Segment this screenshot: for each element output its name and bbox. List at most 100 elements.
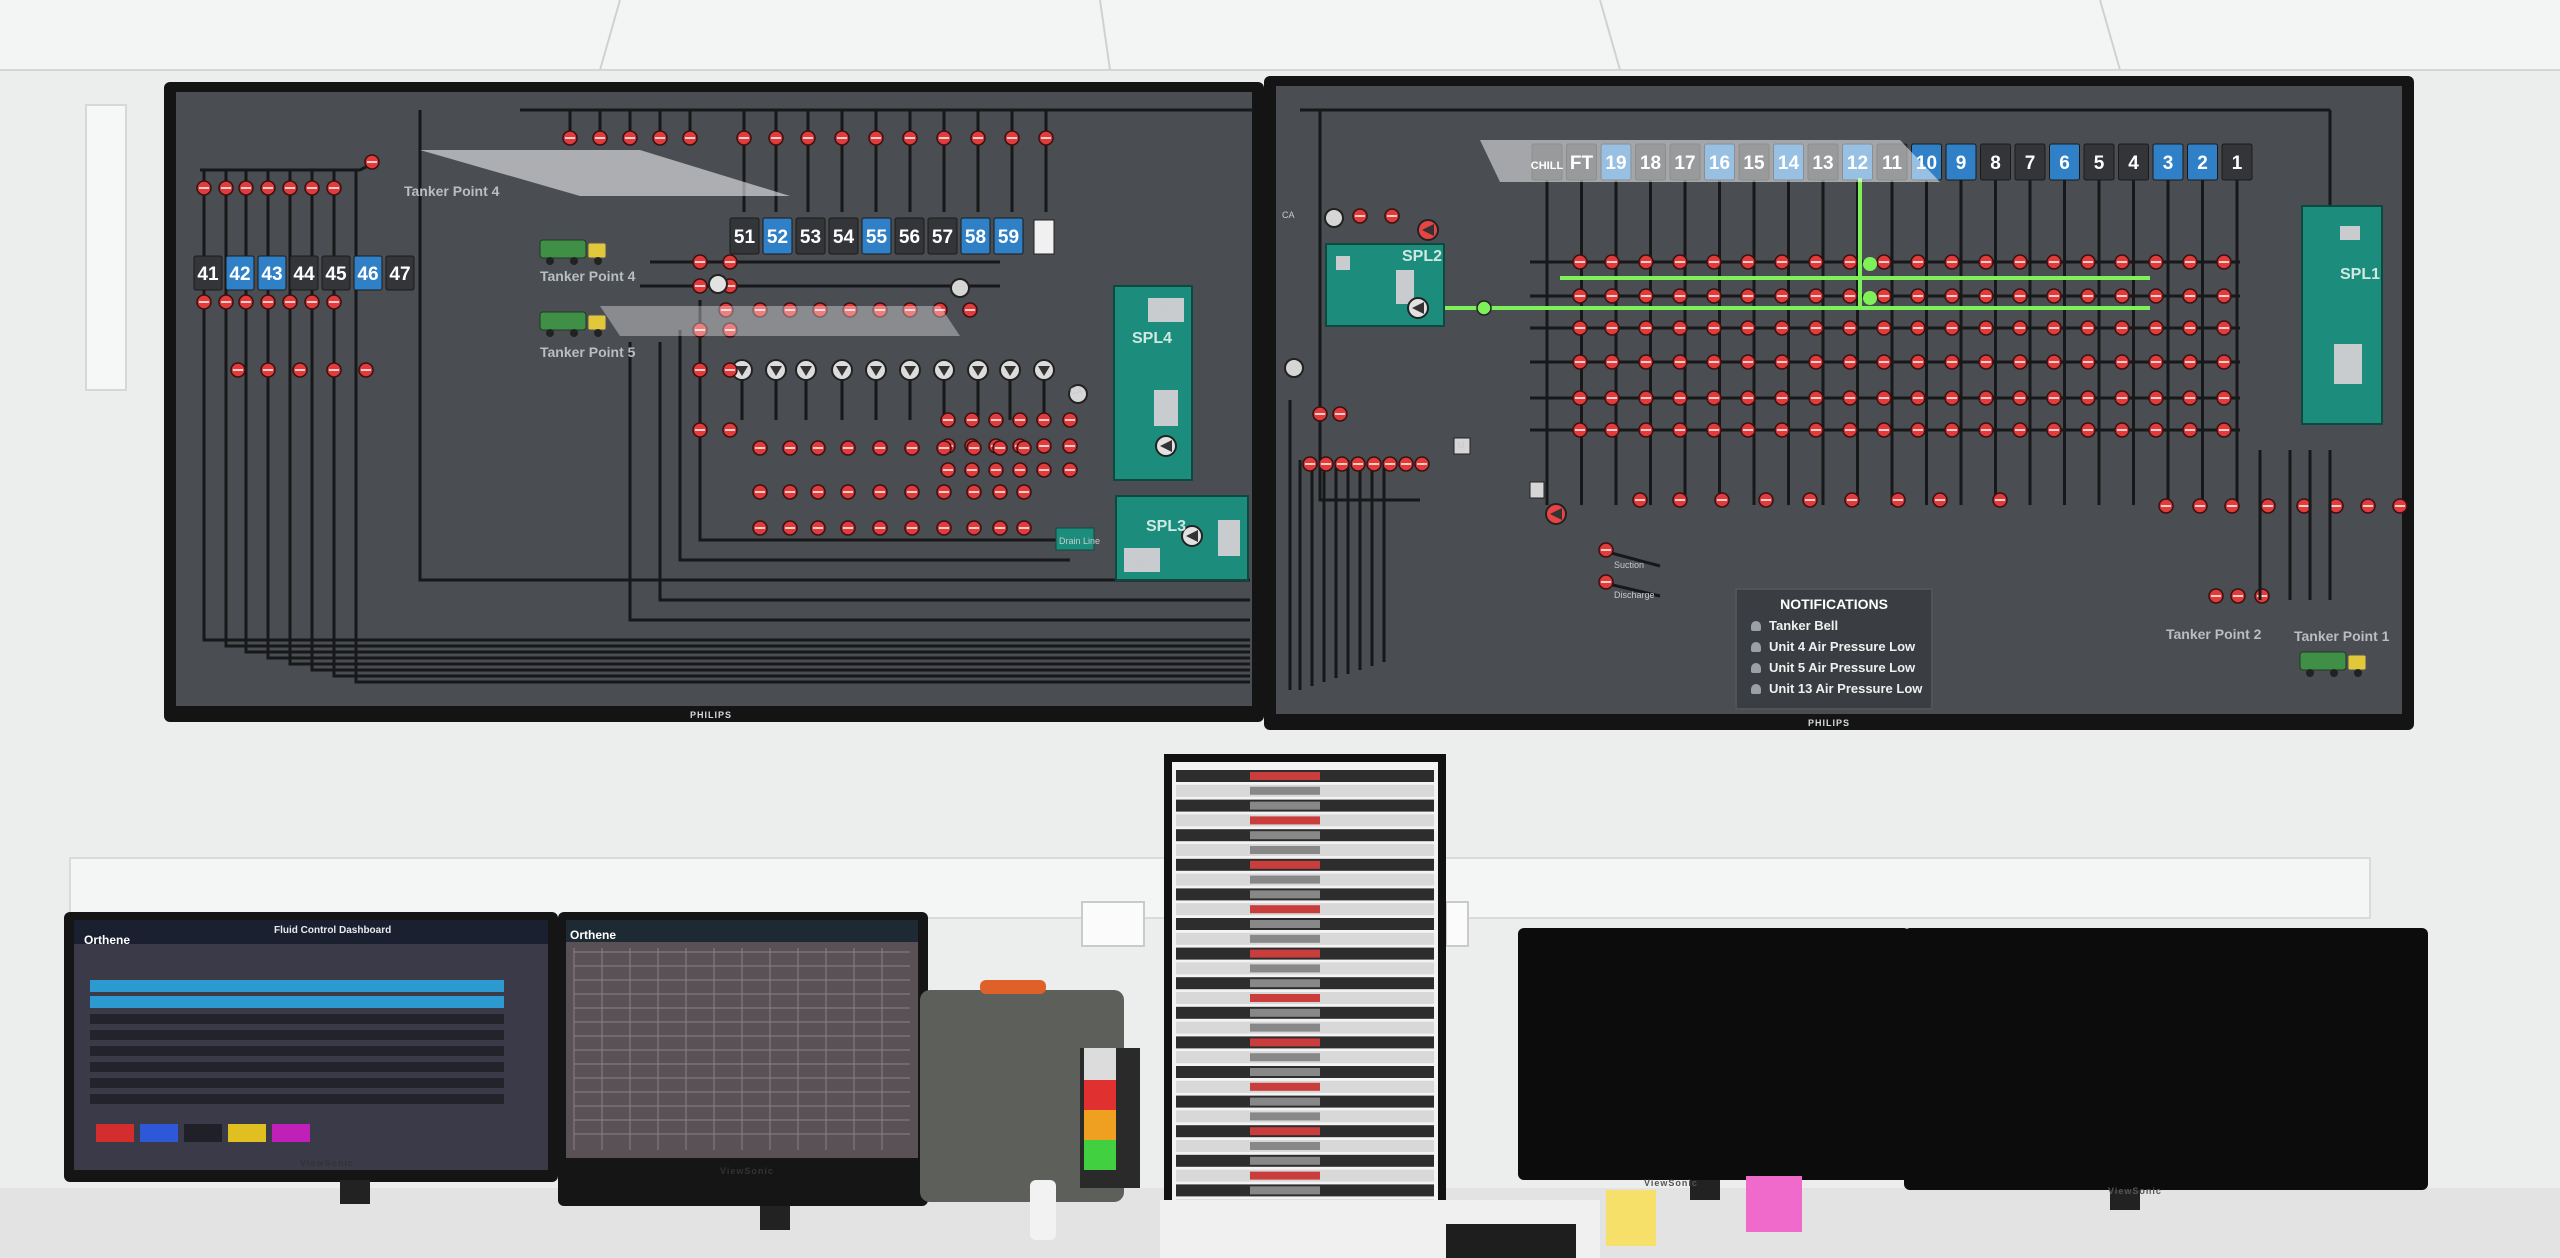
valve-icon	[1842, 288, 1858, 304]
sticky-note	[1606, 1190, 1656, 1246]
wall-socket	[1081, 901, 1145, 947]
valve-icon	[2182, 254, 2198, 270]
valve-icon	[2148, 288, 2164, 304]
valve-icon	[970, 130, 986, 146]
valve-icon	[810, 484, 826, 500]
valve-icon	[1414, 456, 1430, 472]
unit-tile: 5	[2083, 143, 2115, 181]
valve-icon	[1842, 390, 1858, 406]
pump-arrow	[836, 366, 848, 376]
valve-icon	[2182, 422, 2198, 438]
valve-icon	[1740, 288, 1756, 304]
valve-icon	[868, 130, 884, 146]
valve-icon	[2114, 288, 2130, 304]
notification-item: Unit 13 Air Pressure Low	[1751, 681, 1931, 696]
sticky-note	[1746, 1176, 1802, 1232]
truck-wheel	[570, 329, 578, 337]
truck-wheel	[594, 329, 602, 337]
unit-tile: 2	[2187, 143, 2218, 181]
status-board-cell	[1250, 1023, 1320, 1032]
pump-icon	[899, 359, 921, 381]
pump-icon	[831, 359, 853, 381]
pipe-line	[698, 300, 1080, 542]
tanker-point-4-label: Tanker Point 4	[540, 268, 636, 284]
unit-tile: 7	[2014, 143, 2046, 181]
tanker-truck-icon	[539, 239, 607, 265]
valve-icon	[1016, 520, 1032, 536]
monitor4-stand	[2110, 1190, 2140, 1210]
pump-arrow	[1160, 440, 1172, 452]
pipe-line	[1318, 110, 1420, 502]
valve-icon	[1740, 320, 1756, 336]
valve-icon	[834, 130, 850, 146]
valve-icon	[1910, 422, 1926, 438]
valve-icon	[722, 322, 738, 338]
truck-cab	[2347, 654, 2367, 671]
valve-icon	[1604, 288, 1620, 304]
pump-arrow	[1412, 302, 1424, 314]
valve-icon	[2392, 498, 2408, 514]
unit-tile-label: 7	[2025, 153, 2036, 174]
unit-tile: 4	[2118, 143, 2149, 181]
unit-tile: 1	[2221, 143, 2253, 181]
desk-monitor-2	[558, 912, 928, 1230]
valve-icon	[936, 440, 952, 456]
valve-icon	[752, 302, 768, 318]
status-board-cell	[1250, 994, 1320, 1002]
valve-icon	[1672, 320, 1688, 336]
valve-icon	[1932, 492, 1948, 508]
status-board-cell	[1250, 1112, 1320, 1121]
dashboard-row-highlight	[90, 980, 504, 992]
valve-icon	[1038, 130, 1054, 146]
monitor2-logo: Orthene	[570, 928, 617, 942]
valve-icon	[904, 520, 920, 536]
valve-icon	[1318, 456, 1334, 472]
valve-icon	[1808, 354, 1824, 370]
right-display-brand: PHILIPS	[1808, 718, 1851, 728]
drain-line-label: Drain Line	[1059, 536, 1101, 546]
truck-wheel	[2330, 669, 2338, 677]
valve-icon	[1944, 320, 1960, 336]
ca-right-label: CA	[1282, 210, 1295, 220]
valve-icon	[1876, 390, 1892, 406]
status-board-cell	[1250, 1156, 1320, 1165]
unit-tile: 57	[927, 217, 958, 255]
unit-tile-bg	[828, 217, 859, 255]
valve-icon	[1598, 542, 1614, 558]
unit-tile-label: 53	[800, 227, 821, 248]
valve-icon	[992, 484, 1008, 500]
pump-arrow	[1186, 530, 1198, 542]
desk-phone	[1446, 1224, 1576, 1258]
valve-icon	[304, 180, 320, 196]
valve-icon	[1944, 354, 1960, 370]
screen-glare	[600, 306, 960, 336]
pipe-line	[418, 110, 1250, 582]
valve-icon	[1638, 254, 1654, 270]
valve-icon	[1842, 320, 1858, 336]
tanker-truck-icon	[539, 311, 607, 337]
status-board-cell	[1250, 1171, 1320, 1180]
valve-icon	[1398, 456, 1414, 472]
valve-icon	[2182, 288, 2198, 304]
valve-icon	[1910, 288, 1926, 304]
valve-icon	[2148, 320, 2164, 336]
valve-icon	[2012, 320, 2028, 336]
valve-icon	[800, 130, 816, 146]
dashboard-row	[90, 1046, 504, 1056]
valve-icon	[810, 520, 826, 536]
discharge-label: Discharge	[1614, 590, 1655, 600]
valve-icon	[752, 440, 768, 456]
valve-icon	[1016, 484, 1032, 500]
valve-icon	[966, 484, 982, 500]
unit-tile-bg	[762, 217, 793, 255]
valve-icon	[752, 520, 768, 536]
pump-arrow	[1422, 224, 1434, 236]
valve-icon	[718, 302, 734, 318]
unit-tile-label: 58	[965, 227, 986, 248]
unit-tile-label: 9	[1956, 153, 1967, 174]
valve-icon	[782, 520, 798, 536]
pump-icon	[795, 359, 817, 381]
valve-icon	[1382, 456, 1398, 472]
monitor1-brand: ViewSonic	[300, 1158, 354, 1168]
valve-icon	[2080, 354, 2096, 370]
